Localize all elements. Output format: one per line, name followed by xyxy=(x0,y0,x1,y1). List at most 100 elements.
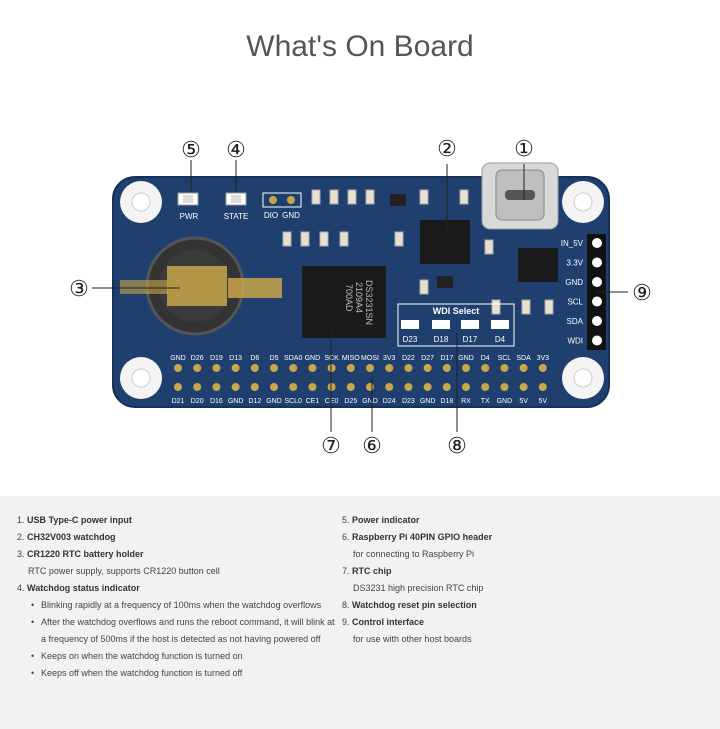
gpio-top-label: D27 xyxy=(421,355,434,362)
gpio-pin xyxy=(174,383,182,391)
gpio-pin xyxy=(538,383,547,391)
gpio-bottom-label: D18 xyxy=(440,398,453,405)
list-item-9: 9. Control interface xyxy=(342,617,425,627)
gpio-pin xyxy=(519,383,528,391)
gpio-pin xyxy=(231,364,240,372)
gpio-pin xyxy=(462,383,470,391)
gpio-top-label: 3V3 xyxy=(383,355,396,362)
list-item-7: 7. RTC chip xyxy=(342,566,392,576)
gpio-bottom-label: D23 xyxy=(402,398,415,405)
control-pin-hole xyxy=(592,335,602,346)
control-pin-hole xyxy=(592,316,602,326)
gpio-pin xyxy=(346,364,355,372)
gpio-pin xyxy=(308,364,317,372)
callout-3: ③ xyxy=(69,276,89,301)
gpio-top-label: D5 xyxy=(270,355,279,362)
rtc-chip-text-2: 2109A4 xyxy=(354,282,364,313)
gpio-bottom-label: TX xyxy=(481,398,490,405)
callout-5: ⑤ xyxy=(181,137,201,162)
control-pin-label: IN_5V xyxy=(561,239,584,248)
control-pin-hole xyxy=(592,238,602,248)
gpio-bottom-label: GND xyxy=(497,398,513,405)
pwr-led xyxy=(177,192,199,206)
bullet-item: Keeps on when the watchdog function is t… xyxy=(17,648,337,665)
rtc-chip-text-3: 700AD xyxy=(344,284,354,312)
gpio-pin xyxy=(423,364,432,372)
callout-8: ⑧ xyxy=(447,433,467,458)
gpio-bottom-label: D21 xyxy=(172,398,185,405)
list-item-6: 6. Raspberry Pi 40PIN GPIO header xyxy=(342,532,493,542)
gpio-bottom-label: D12 xyxy=(248,398,261,405)
gpio-bottom-label: RX xyxy=(461,398,471,405)
gpio-pin xyxy=(366,383,374,391)
list-item-3-sub: RTC power supply, supports CR1220 button… xyxy=(28,566,220,576)
gpio-pin xyxy=(250,383,259,391)
gpio-bottom-label: SCL0 xyxy=(284,398,302,405)
gpio-bottom-label: D16 xyxy=(210,398,223,405)
gpio-top-label: MISO xyxy=(342,355,360,362)
gpio-top-label: D19 xyxy=(210,355,223,362)
gpio-pin xyxy=(385,383,394,391)
list-item-2: 2. CH32V003 watchdog xyxy=(17,532,116,542)
gpio-bottom-label: CE1 xyxy=(306,398,320,405)
ic-8pin xyxy=(518,248,558,282)
gpio-top-label: SCK xyxy=(324,355,339,362)
gpio-pin xyxy=(270,383,278,391)
page-title: What's On Board xyxy=(246,30,474,63)
gpio-pin xyxy=(327,383,336,391)
callout-9: ⑨ xyxy=(632,280,652,305)
pwr-label: PWR xyxy=(180,212,199,221)
gpio-top-label: MOSI xyxy=(361,355,379,362)
gpio-pin xyxy=(270,364,278,372)
gpio-bottom-label: 5V xyxy=(519,398,528,405)
gpio-bottom-label: 5V xyxy=(539,398,548,405)
gpio-pin xyxy=(442,383,451,391)
gpio-pin xyxy=(193,364,202,372)
gpio-top-label: D17 xyxy=(440,355,453,362)
gpio-pin xyxy=(519,364,528,372)
gpio-top-label: SDA0 xyxy=(284,355,302,362)
gpio-top-label: GND xyxy=(305,355,321,362)
gpio-pin xyxy=(231,383,240,391)
gpio-pin xyxy=(500,383,509,391)
callout-6: ⑥ xyxy=(362,433,382,458)
bullet-item: Blinking rapidly at a frequency of 100ms… xyxy=(17,597,337,614)
description-panel: 1. USB Type-C power input 2. CH32V003 wa… xyxy=(0,496,720,729)
wdi-pin-label: D23 xyxy=(403,335,418,344)
gpio-pin xyxy=(289,364,298,372)
gpio-bottom-label: CE0 xyxy=(325,398,339,405)
gpio-bottom-label: GND xyxy=(266,398,282,405)
wdi-select-title: WDI Select xyxy=(433,306,480,316)
gpio-bottom-label: GND xyxy=(420,398,436,405)
list-item-1: 1. USB Type-C power input xyxy=(17,515,132,525)
control-pin-label: WDI xyxy=(567,337,583,346)
state-label: STATE xyxy=(224,212,249,221)
gpio-top-label: D6 xyxy=(250,355,259,362)
gpio-header: GNDD21D26D20D19D16D13GNDD6D12D5GNDSDA0SC… xyxy=(170,355,549,405)
gnd-label: GND xyxy=(282,211,300,220)
gpio-pin xyxy=(289,383,298,391)
list-item-4: 4. Watchdog status indicator xyxy=(17,583,140,593)
gpio-top-label: D22 xyxy=(402,355,415,362)
dio-gnd-pads xyxy=(262,192,302,208)
gpio-pin xyxy=(174,364,182,372)
small-transistor xyxy=(390,194,453,288)
rtc-chip: DS3231SN 2109A4 700AD xyxy=(302,266,386,338)
description-left: 1. USB Type-C power input 2. CH32V003 wa… xyxy=(17,512,337,682)
wdi-pin-label: D17 xyxy=(463,335,478,344)
control-pin-hole xyxy=(592,277,602,287)
gpio-top-label: D26 xyxy=(191,355,204,362)
list-item-3: 3. CR1220 RTC battery holder xyxy=(17,549,144,559)
bullet-item: Keeps off when the watchdog function is … xyxy=(17,665,337,682)
gpio-bottom-label: D24 xyxy=(383,398,396,405)
wdi-pin-label: D4 xyxy=(495,335,506,344)
control-pin-hole xyxy=(592,257,602,268)
dio-label: DIO xyxy=(264,211,278,220)
usb-c-connector xyxy=(481,162,559,230)
gpio-pin xyxy=(404,364,413,372)
gpio-pin xyxy=(385,364,394,372)
gpio-pin xyxy=(327,364,336,372)
rtc-chip-text-1: DS3231SN xyxy=(364,280,374,325)
gpio-pin xyxy=(212,364,221,372)
